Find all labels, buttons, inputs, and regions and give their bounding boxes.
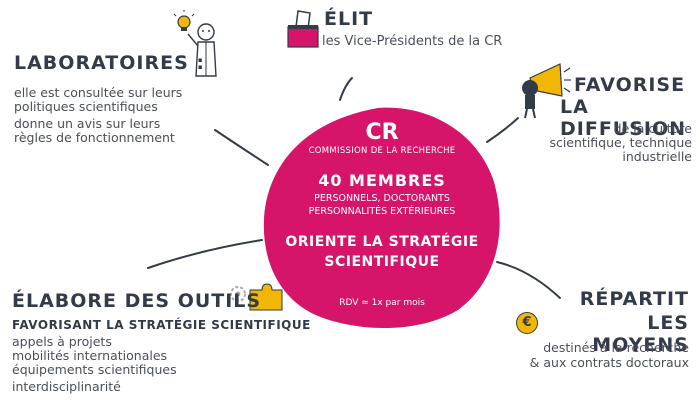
center-strategy-line1: ORIENTE LA STRATÉGIE <box>285 234 479 250</box>
center-subtitle: COMMISSION DE LA RECHERCHE <box>308 146 456 156</box>
favorise-line-2: scientifique, technique <box>549 135 692 150</box>
favorise-line-1: de la culture <box>613 121 692 136</box>
laboratoires-title: LABORATOIRES : <box>14 52 205 74</box>
laboratoires-line-4: règles de fonctionnement <box>14 130 175 145</box>
center-members: 40 MEMBRES <box>318 171 446 190</box>
elabore-line-2: mobilités internationales <box>12 348 168 363</box>
ballot-box-icon <box>287 10 319 48</box>
elabore-line-4: interdisciplinarité <box>12 379 121 394</box>
center-members-line2: PERSONNALITÉS EXTÉRIEURES <box>308 206 456 217</box>
favorise-line-3: industrielle <box>622 149 692 164</box>
favorise-title-line1: FAVORISE <box>574 74 686 96</box>
laboratoires-line-2: politiques scientifiques <box>14 99 158 114</box>
euro-symbol: € <box>522 315 532 330</box>
elit-text: les Vice-Présidents de la CR <box>322 34 503 49</box>
repartit-line-2: & aux contrats doctoraux <box>529 355 689 370</box>
center-rdv: RDV ≃ 1x par mois <box>339 298 425 308</box>
gears-puzzle-icon <box>230 283 283 311</box>
connector-elit <box>339 77 353 101</box>
repartit-title-line1: RÉPARTIT <box>579 288 689 310</box>
repartit-title-line2: LES MOYENS <box>592 312 689 356</box>
elabore-line-3: équipements scientifiques <box>12 362 177 377</box>
center-title: CR <box>365 120 399 145</box>
center-blob <box>263 107 500 329</box>
euro-coin-icon: € <box>516 312 538 334</box>
elabore-line-1: appels à projets <box>12 334 112 349</box>
laboratoires-line-3: donne un avis sur leurs <box>14 116 161 131</box>
connector-laboratoires <box>214 129 269 166</box>
laboratoires-line-1: elle est consultée sur leurs <box>14 85 183 100</box>
center-members-line1: PERSONNELS, DOCTORANTS <box>314 193 450 204</box>
connector-favorise <box>486 117 519 143</box>
elabore-title: ÉLABORE DES OUTILS <box>12 290 262 312</box>
person-lightbulb-icon <box>173 10 217 77</box>
elabore-subtitle: FAVORISANT LA STRATÉGIE SCIENTIFIQUE <box>12 318 311 332</box>
center-strategy-line2: SCIENTIFIQUE <box>324 254 440 270</box>
connector-elabore <box>147 239 263 269</box>
megaphone-icon <box>522 63 571 119</box>
elit-title: ÉLIT <box>324 8 374 30</box>
repartit-line-1: destinés à la recherche <box>543 340 689 355</box>
connector-repartit <box>496 261 561 299</box>
favorise-title-line2: LA DIFFUSION <box>560 96 687 140</box>
